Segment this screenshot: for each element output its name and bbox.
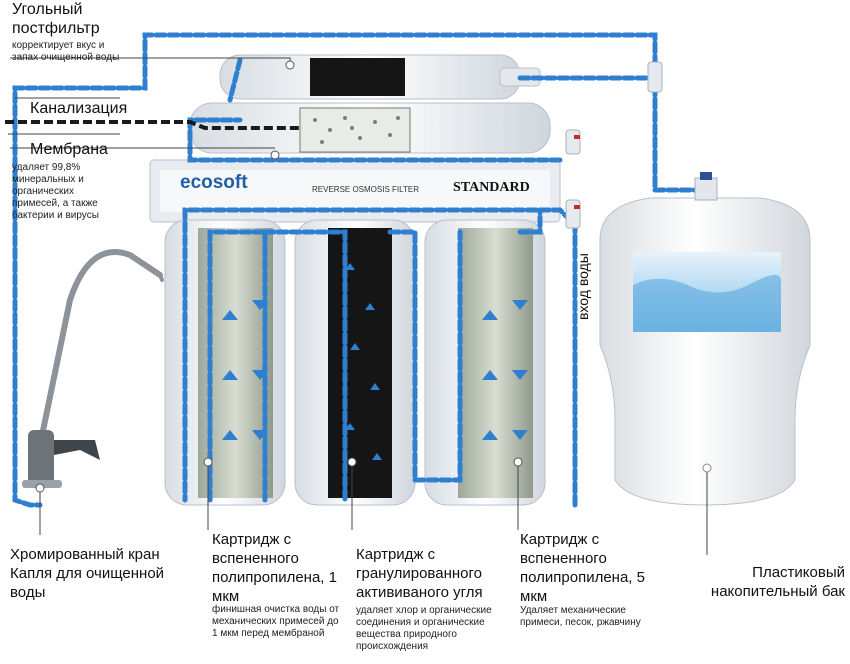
filter-housing-2 (294, 219, 416, 506)
storage-tank (599, 172, 811, 506)
water-inlet-label: вход воды (575, 253, 591, 320)
cartridge2-desc: удаляет хлор и органические соединения и… (356, 605, 492, 652)
postfilter-desc: корректирует вкус и запах очищенной воды (12, 40, 120, 63)
brand-subtitle: REVERSE OSMOSIS FILTER (312, 185, 419, 194)
brand-model: STANDARD (453, 180, 530, 195)
postfilter-title: Угольный постфильтр (12, 1, 100, 37)
drain-title: Канализация (30, 100, 128, 117)
filter-housing-3 (424, 219, 546, 506)
membrane-housing (189, 102, 551, 154)
membrane-title: Мембрана (30, 141, 108, 158)
postfilter-housing (219, 54, 541, 100)
faucet (35, 249, 164, 458)
callout-dots (35, 60, 523, 493)
faucet-label: Хромированный кран Капля для очищенной в… (10, 546, 165, 601)
cartridge3-desc: Удаляет механические примеси, песок, ржа… (520, 605, 641, 628)
tank-label: Пластиковый накопительный бак (710, 564, 845, 600)
flow-arrows (222, 263, 528, 460)
cartridge2-title: Картридж с гранулированного актививаного… (356, 546, 483, 601)
bracket-panel (149, 159, 561, 223)
cartridge1-desc: финишная очистка воды от механических пр… (212, 604, 340, 639)
membrane-desc: удаляет 99,8% минеральных и органических… (12, 162, 99, 221)
faucet-base (22, 430, 100, 488)
water-flow-lines (12, 32, 713, 508)
brand-logo: ecosoft (180, 172, 248, 193)
cartridge1-title: Картридж с вспененного полипропилена, 1 … (212, 531, 337, 605)
cartridge3-title: Картридж с вспененного полипропилена, 5 … (520, 531, 645, 605)
drain-line (5, 120, 300, 130)
